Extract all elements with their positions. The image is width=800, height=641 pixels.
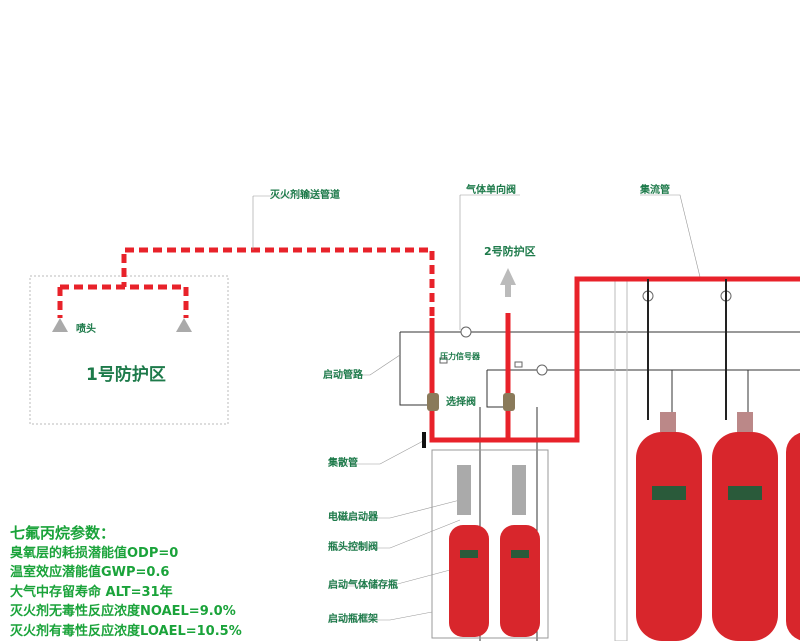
start-cylinder-frame [431,449,549,639]
parameter-item: 大气中存留寿命 ALT=31年 [10,584,173,600]
label-pressure-switch: 压力信号器 [440,352,480,361]
label-collect-pipe: 集散管 [328,458,358,469]
label-check-valve: 气体单向阀 [466,185,516,196]
parameter-item: 灭火剂无毒性反应浓度NOAEL=9.0% [10,604,236,619]
collect-pipe-end [422,432,426,448]
label-start-cylinder: 启动气体储存瓶 [328,580,398,591]
leader-lines [252,194,701,621]
flex-hoses [647,279,727,420]
zone2-arrow-icon [500,268,516,297]
agent-pipe-dashed [57,247,435,330]
nozzle-left-icon [52,318,68,332]
label-frame: 启动瓶框架 [328,614,378,625]
start-cylinders [449,465,540,637]
pressure-switch-icon [514,361,523,368]
label-solenoid: 电磁启动器 [328,512,378,523]
label-zone2: 2号防护区 [484,245,536,258]
nozzle-right-icon [176,318,192,332]
label-start-line: 启动管路 [323,370,363,381]
pressure-switch-icon [439,357,448,364]
label-zone1: 1号防护区 [86,365,166,385]
label-selector-valve: 选择阀 [446,397,476,408]
parameter-item: 臭氧层的耗损潜能值ODP=0 [10,545,179,561]
label-head-valve: 瓶头控制阀 [328,542,378,553]
check-valve-icons [460,290,732,376]
parameter-item: 温室效应潜能值GWP=0.6 [10,565,170,580]
label-manifold: 集流管 [640,185,670,196]
zone1-boundary [29,275,229,425]
label-agent-pipe: 灭火剂输送管道 [270,190,340,201]
agent-cylinders [636,412,800,641]
label-nozzle: 喷头 [76,324,96,335]
parameters-block: 七氟丙烷参数： 臭氧层的耗损潜能值ODP=0 温室效应潜能值GWP=0.6 大气… [10,524,242,641]
parameter-item: 灭火剂有毒性反应浓度LOAEL=10.5% [10,623,242,639]
selector-valve-icons [427,393,515,411]
parameters-title: 七氟丙烷参数： [10,524,116,542]
